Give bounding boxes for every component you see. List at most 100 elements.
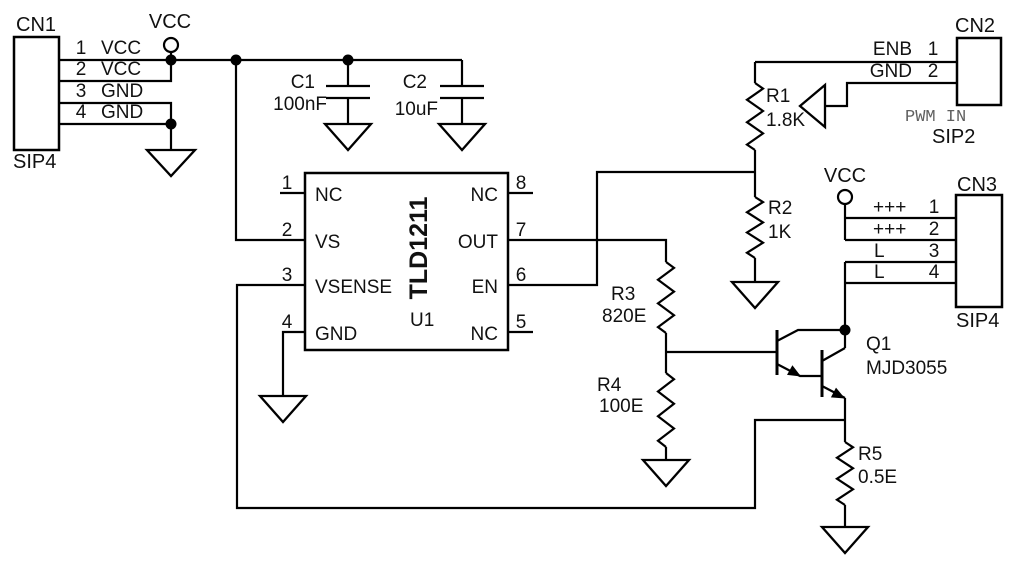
u1-pin-name: VSENSE bbox=[315, 277, 392, 298]
ground-icon bbox=[640, 458, 692, 488]
u1-pin-name: NC bbox=[471, 324, 498, 345]
r2-ref: R2 bbox=[768, 198, 792, 219]
transistor-q1-symbol bbox=[775, 328, 847, 399]
r3-value: 820E bbox=[602, 306, 646, 327]
wire-out bbox=[508, 238, 668, 262]
cn3-pin-label: +++ bbox=[873, 219, 906, 240]
cn1-body bbox=[12, 35, 61, 152]
u1-pin-name: EN bbox=[472, 277, 498, 298]
wire-en bbox=[508, 170, 755, 287]
connector-cn2-labels: CN2 ENB 1 GND 2 PWM IN SIP2 bbox=[870, 15, 995, 148]
resistor-r1-symbol bbox=[745, 82, 765, 151]
ground-icon bbox=[257, 394, 309, 424]
ground-icon bbox=[729, 280, 781, 310]
q1a-emitter bbox=[776, 363, 822, 378]
cn1-pin-label: GND bbox=[101, 81, 143, 102]
resistor-r3-symbol bbox=[656, 261, 676, 334]
emitter-arrow-icon bbox=[830, 387, 845, 399]
u1-pin-number: 2 bbox=[282, 220, 293, 241]
u1-pin-name: NC bbox=[315, 185, 342, 206]
r2-value: 1K bbox=[768, 222, 792, 243]
cn3-pin-number: 3 bbox=[929, 241, 940, 262]
u1-pin-name: VS bbox=[315, 232, 340, 253]
u1-pin-number: 8 bbox=[516, 173, 527, 194]
cn3-package: SIP4 bbox=[956, 310, 999, 332]
u1-part-number: TLD1211 bbox=[405, 196, 433, 299]
cn1-pin-label: VCC bbox=[101, 38, 141, 59]
ground-icon bbox=[436, 122, 488, 152]
cn2-package: SIP2 bbox=[932, 126, 975, 148]
q1a-collector bbox=[776, 328, 845, 342]
ground-icon bbox=[322, 122, 374, 152]
cn1-pin-number: 1 bbox=[76, 38, 87, 59]
capacitor-symbols bbox=[326, 84, 484, 100]
ground-icon-sideways bbox=[798, 82, 827, 130]
cn1-package: SIP4 bbox=[13, 151, 56, 173]
cn3-pin-label: L bbox=[874, 262, 885, 283]
cn2-pin-label: GND bbox=[870, 61, 912, 82]
u1-body bbox=[303, 171, 510, 352]
terminals-and-junctions bbox=[162, 36, 854, 336]
connector-cn3-labels: VCC CN3 SIP4 +++ 1 +++ 2 L 3 L 4 bbox=[824, 165, 999, 332]
cn2-ref: CN2 bbox=[955, 15, 995, 37]
u1-pin-name: OUT bbox=[458, 232, 499, 253]
cn3-pin-number: 2 bbox=[929, 219, 940, 240]
connector-cn1-labels: CN1 SIP4 1 VCC 2 VCC 3 GND 4 GND bbox=[13, 14, 143, 173]
wire-vs bbox=[234, 60, 305, 242]
u1-pin-name: GND bbox=[315, 324, 357, 345]
junction-dot bbox=[165, 54, 177, 66]
u1-pin-number: 7 bbox=[516, 220, 527, 241]
cn1-pin-number: 2 bbox=[76, 59, 87, 80]
cn1-pin-number: 3 bbox=[76, 81, 87, 102]
capacitor-c2-symbol bbox=[440, 84, 484, 100]
junction-dot bbox=[342, 54, 354, 66]
wire-u1-gnd bbox=[281, 330, 305, 396]
u1-pin-number: 3 bbox=[282, 265, 293, 286]
resistor-r2-symbol bbox=[744, 196, 766, 259]
r3-ref: R3 bbox=[611, 284, 635, 305]
q1-ref: Q1 bbox=[866, 334, 891, 355]
cn3-pin-label: L bbox=[874, 241, 885, 262]
cn3-body bbox=[954, 193, 1004, 309]
resistor-symbols bbox=[656, 82, 856, 506]
resistor-r4-symbol bbox=[656, 372, 676, 448]
r4-value: 100E bbox=[599, 396, 643, 417]
u1-pin-number: 1 bbox=[282, 173, 293, 194]
vcc-label: VCC bbox=[149, 11, 191, 33]
r4-ref: R4 bbox=[597, 375, 622, 396]
r1-ref: R1 bbox=[766, 86, 790, 107]
transistor-labels: Q1 MJD3055 bbox=[866, 334, 947, 379]
c2-ref: C2 bbox=[403, 72, 427, 93]
ground-icon bbox=[144, 148, 198, 178]
r1-value: 1.8K bbox=[766, 110, 805, 131]
c1-value: 100nF bbox=[273, 94, 327, 115]
c2-value: 10uF bbox=[395, 99, 438, 120]
wire-vsense bbox=[235, 283, 845, 510]
wire-cn1-pin2 bbox=[59, 60, 173, 83]
c1-ref: C1 bbox=[291, 72, 315, 93]
u1-labels: 1 2 3 4 8 7 6 5 NC VS VSENSE GND NC OUT … bbox=[282, 173, 527, 345]
emitter-arrow-icon bbox=[787, 365, 801, 377]
cn3-vcc-label: VCC bbox=[824, 165, 866, 187]
cn2-body bbox=[955, 36, 1003, 107]
q1b-collector bbox=[821, 330, 847, 362]
cn3-ref: CN3 bbox=[957, 174, 997, 196]
cn3-pin-label: +++ bbox=[873, 197, 906, 218]
wires bbox=[59, 52, 957, 527]
resistor-labels: R1 1.8K R2 1K R3 820E R4 100E R5 0.5E bbox=[597, 86, 897, 488]
u1-pin-number: 4 bbox=[282, 312, 293, 333]
vcc-terminal-icon bbox=[162, 36, 180, 54]
u1-pin-number: 6 bbox=[516, 265, 527, 286]
wire-cn2-gnd bbox=[825, 81, 957, 108]
q1-part: MJD3055 bbox=[866, 358, 947, 379]
capacitor-c1-symbol bbox=[326, 84, 370, 100]
cn2-pin-number: 2 bbox=[928, 61, 939, 82]
r5-ref: R5 bbox=[858, 444, 882, 465]
cn3-pin-number: 1 bbox=[929, 197, 940, 218]
vcc-terminal-icon bbox=[836, 188, 854, 206]
wire-cn1-pin3-gnd bbox=[59, 101, 173, 150]
resistor-r5-symbol bbox=[834, 441, 856, 506]
ground-icon bbox=[819, 525, 871, 555]
